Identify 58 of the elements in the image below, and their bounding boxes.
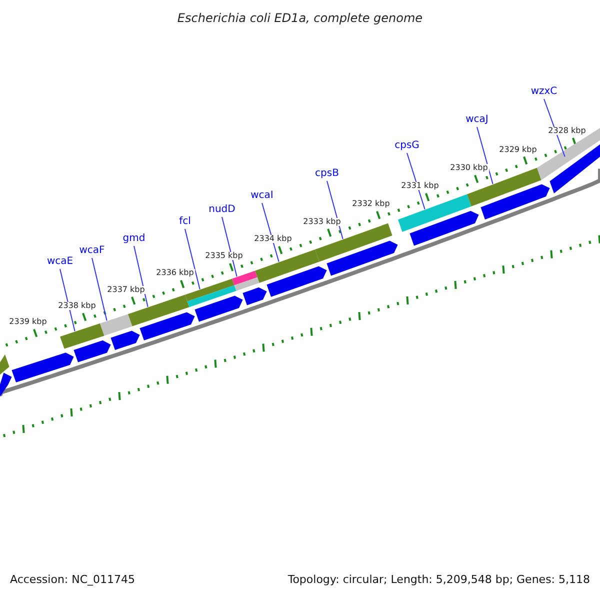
scale-label: 2328 kbp [547, 126, 587, 135]
scale-label: 2335 kbp [204, 252, 244, 260]
gene-label: gmd [122, 234, 146, 244]
gene-feature [480, 184, 550, 220]
gene-feature [140, 312, 195, 340]
gene-bar [398, 194, 472, 232]
scale-label: 2337 kbp [106, 286, 146, 294]
gene-feature [410, 210, 479, 246]
scale-label: 2330 kbp [449, 164, 489, 172]
gene-label: wzxC [530, 87, 558, 97]
gene-bar [0, 354, 10, 375]
gene-label: wcaI [250, 191, 274, 201]
leader-line [134, 246, 148, 308]
scale-label: 2334 kbp [253, 235, 293, 244]
gene-feature [242, 287, 267, 306]
gene-bar [234, 277, 260, 291]
gene-label: cpsG [394, 141, 420, 151]
gene-feature [194, 296, 243, 322]
map-title: Escherichia coli ED1a, complete genome [177, 12, 423, 24]
gene-feature [550, 144, 600, 194]
scale-label: 2329 kbp [498, 146, 538, 154]
leader-line [92, 258, 108, 322]
gene-bar [232, 270, 258, 286]
gene-bar [60, 323, 104, 349]
gene-label: fcl [179, 217, 191, 227]
gene-feature [74, 340, 111, 362]
gene-feature [12, 352, 74, 382]
scale-label: 2336 kbp [155, 269, 195, 278]
gene-bar [128, 294, 190, 326]
leader-line [262, 202, 280, 262]
gene-label: wcaF [79, 246, 105, 256]
gene-feature [110, 330, 140, 350]
gene-bar [537, 128, 600, 180]
gene-feature [326, 240, 398, 276]
leader-line [406, 152, 426, 210]
gene-feature [0, 372, 12, 397]
scale-label: 2333 kbp [302, 218, 342, 226]
scale-label: 2331 kbp [400, 182, 440, 190]
gene-bar [100, 314, 132, 336]
leader-line [60, 268, 76, 332]
scale-label: 2332 kbp [351, 200, 391, 208]
scale-label: 2338 kbp [57, 302, 97, 310]
gene-bar [187, 285, 236, 308]
footer-text: Accession: NC_011745 [10, 574, 136, 585]
gene-bar [255, 250, 320, 283]
gene-label: wcaJ [466, 115, 488, 125]
gene-bar [185, 278, 234, 302]
gene-feature [266, 266, 327, 297]
leader-line [184, 228, 200, 290]
footer-text: Topology: circular; Length: 5,209,548 bp; Genes: 5,118 [288, 574, 590, 585]
leader-line [544, 98, 566, 158]
scale-label: 2339 kbp [8, 318, 48, 326]
gene-label: nudD [208, 205, 236, 215]
leader-line [222, 216, 238, 277]
leader-line [476, 126, 494, 184]
gene-label: wcaE [46, 257, 74, 267]
leader-line [326, 180, 344, 240]
gene-label: cpsB [315, 169, 339, 179]
